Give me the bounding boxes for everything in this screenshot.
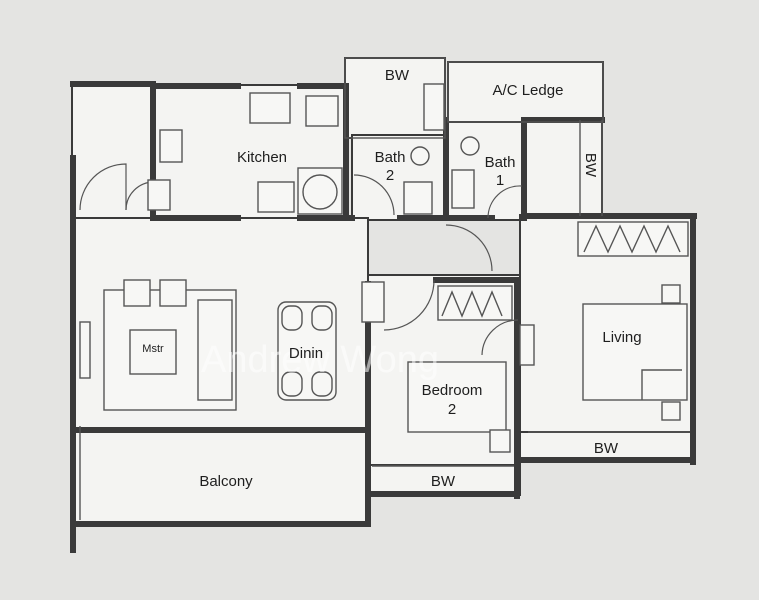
bath1-door-leaf — [487, 185, 523, 219]
label-bw-top: BW — [385, 67, 410, 84]
bedroom2-wardrobe — [437, 285, 513, 321]
dining-chair — [311, 305, 333, 331]
entrance-floor — [71, 84, 153, 221]
bath2-shower — [423, 83, 445, 131]
master-bed — [582, 303, 688, 401]
washer-drum — [302, 174, 338, 210]
sofa — [197, 299, 233, 401]
bath1-toilet — [451, 169, 475, 209]
master-nightstand-top — [661, 284, 681, 304]
stove — [159, 129, 183, 163]
bw-top-outline — [344, 57, 446, 139]
label-master: Mstr — [142, 343, 164, 355]
label-bath2-num: 2 — [386, 167, 394, 184]
fridge — [305, 95, 339, 127]
label-bath1-num: 1 — [496, 172, 504, 189]
bath2-basin — [410, 146, 430, 166]
coffee-table — [129, 329, 177, 375]
dryer — [147, 179, 171, 211]
bedroom2-wardrobe-doors — [441, 290, 503, 318]
label-bedroom2-name: Bedroom — [422, 382, 483, 399]
label-bw-bedroom: BW — [431, 473, 456, 490]
master-wardrobe-doors — [583, 224, 681, 254]
master-nightstand-bottom — [661, 401, 681, 421]
label-bath2-name: Bath — [375, 149, 406, 166]
bath1-basin — [460, 136, 480, 156]
tv-console — [79, 321, 91, 379]
ac-ledge-outline — [447, 61, 604, 123]
bath1-door — [445, 224, 493, 272]
dining-chair — [281, 371, 303, 397]
partitions — [79, 57, 690, 520]
bedroom2-nightstand — [489, 429, 511, 453]
watermark: Andrew Wong — [201, 339, 439, 381]
dining-sideboard — [361, 281, 385, 323]
label-bw-master: BW — [594, 440, 619, 457]
label-balcony: Balcony — [199, 473, 253, 490]
dining-chair — [281, 305, 303, 331]
label-ac-ledge: A/C Ledge — [493, 82, 564, 99]
bath2-toilet — [403, 181, 433, 215]
label-bath1-name: Bath — [485, 154, 516, 171]
entrance-door — [79, 163, 127, 211]
bath-fixtures — [403, 83, 480, 215]
label-kitchen: Kitchen — [237, 149, 287, 166]
living-furniture — [79, 279, 385, 411]
bedroom2-door — [383, 279, 435, 331]
kitchen-sink — [249, 92, 291, 124]
master-bed-headboard — [641, 369, 682, 400]
armchair-right — [159, 279, 187, 307]
bath2-door — [353, 174, 395, 216]
bedroom2-desk — [519, 324, 535, 366]
dining-chair — [311, 371, 333, 397]
label-dining: Dinin — [289, 345, 323, 362]
kitchen-fixtures — [147, 92, 343, 215]
label-bw-right-vertical: BW — [582, 153, 599, 178]
armchair-left — [123, 279, 151, 307]
room-labels: BW A/C Ledge Kitchen Bath 2 Bath 1 BW Ms… — [142, 67, 641, 490]
label-bedroom2-num: 2 — [448, 401, 456, 418]
bedroom-furniture — [407, 221, 689, 453]
bw-bedroom-floor — [367, 464, 521, 496]
bedroom2-bed — [407, 361, 507, 433]
kitchen-counter — [257, 181, 295, 213]
label-living: Living — [602, 329, 641, 346]
